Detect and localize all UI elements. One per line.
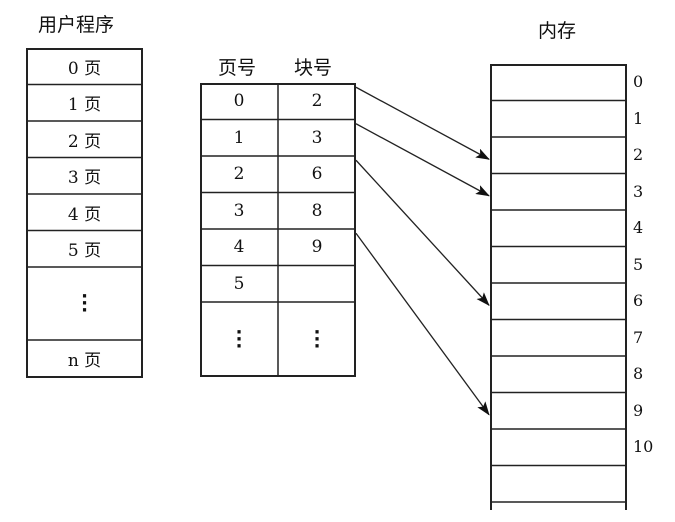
block-number: 2 (311, 91, 323, 112)
mapping-arrow (355, 232, 490, 416)
block-number: 6 (311, 164, 323, 185)
page-number: 3 (233, 200, 245, 221)
program-page: 3 页 (67, 168, 102, 189)
program-page: 5 页 (67, 241, 102, 262)
memory-block-label: 1 (633, 108, 644, 128)
memory-block-label: 10 (633, 437, 654, 457)
program-title: 用户程序 (38, 14, 115, 36)
program-page: 1 页 (67, 95, 102, 116)
page-number: ··· (235, 322, 243, 357)
page-number: 0 (233, 91, 245, 112)
page-number: 5 (233, 273, 245, 294)
memory-block-label: 3 (633, 181, 644, 201)
page-table-header-block: 块号 (294, 57, 333, 79)
block-number: 8 (311, 200, 323, 221)
page-number: 1 (233, 127, 245, 148)
page-table-header-page: 页号 (218, 57, 257, 79)
block-number: ··· (313, 322, 321, 357)
program-page: ··· (81, 286, 88, 321)
block-number: 3 (311, 127, 323, 148)
memory-block-label: 0 (633, 72, 644, 92)
memory-title: 内存 (538, 20, 577, 42)
program-box (26, 48, 143, 378)
memory-block-label: 7 (633, 327, 644, 347)
program-page: 2 页 (67, 131, 102, 152)
memory-block-label: 4 (633, 218, 644, 238)
memory-block-label: 6 (633, 291, 644, 311)
memory-block-label: 8 (633, 364, 644, 384)
memory-block-label: 9 (633, 400, 644, 420)
program-page: 0 页 (67, 58, 102, 79)
block-number (278, 266, 356, 303)
program-page: 4 页 (67, 204, 102, 225)
memory-block-label: 5 (633, 254, 644, 274)
mapping-arrow (355, 86, 490, 160)
page-number: 2 (233, 164, 245, 185)
memory-block-label: 2 (633, 145, 644, 165)
memory-box (490, 64, 627, 510)
program-page: n 页 (67, 350, 102, 371)
block-number: 9 (311, 237, 323, 258)
mapping-arrow (355, 123, 490, 197)
page-number: 4 (233, 237, 245, 258)
mapping-arrow (355, 159, 490, 306)
